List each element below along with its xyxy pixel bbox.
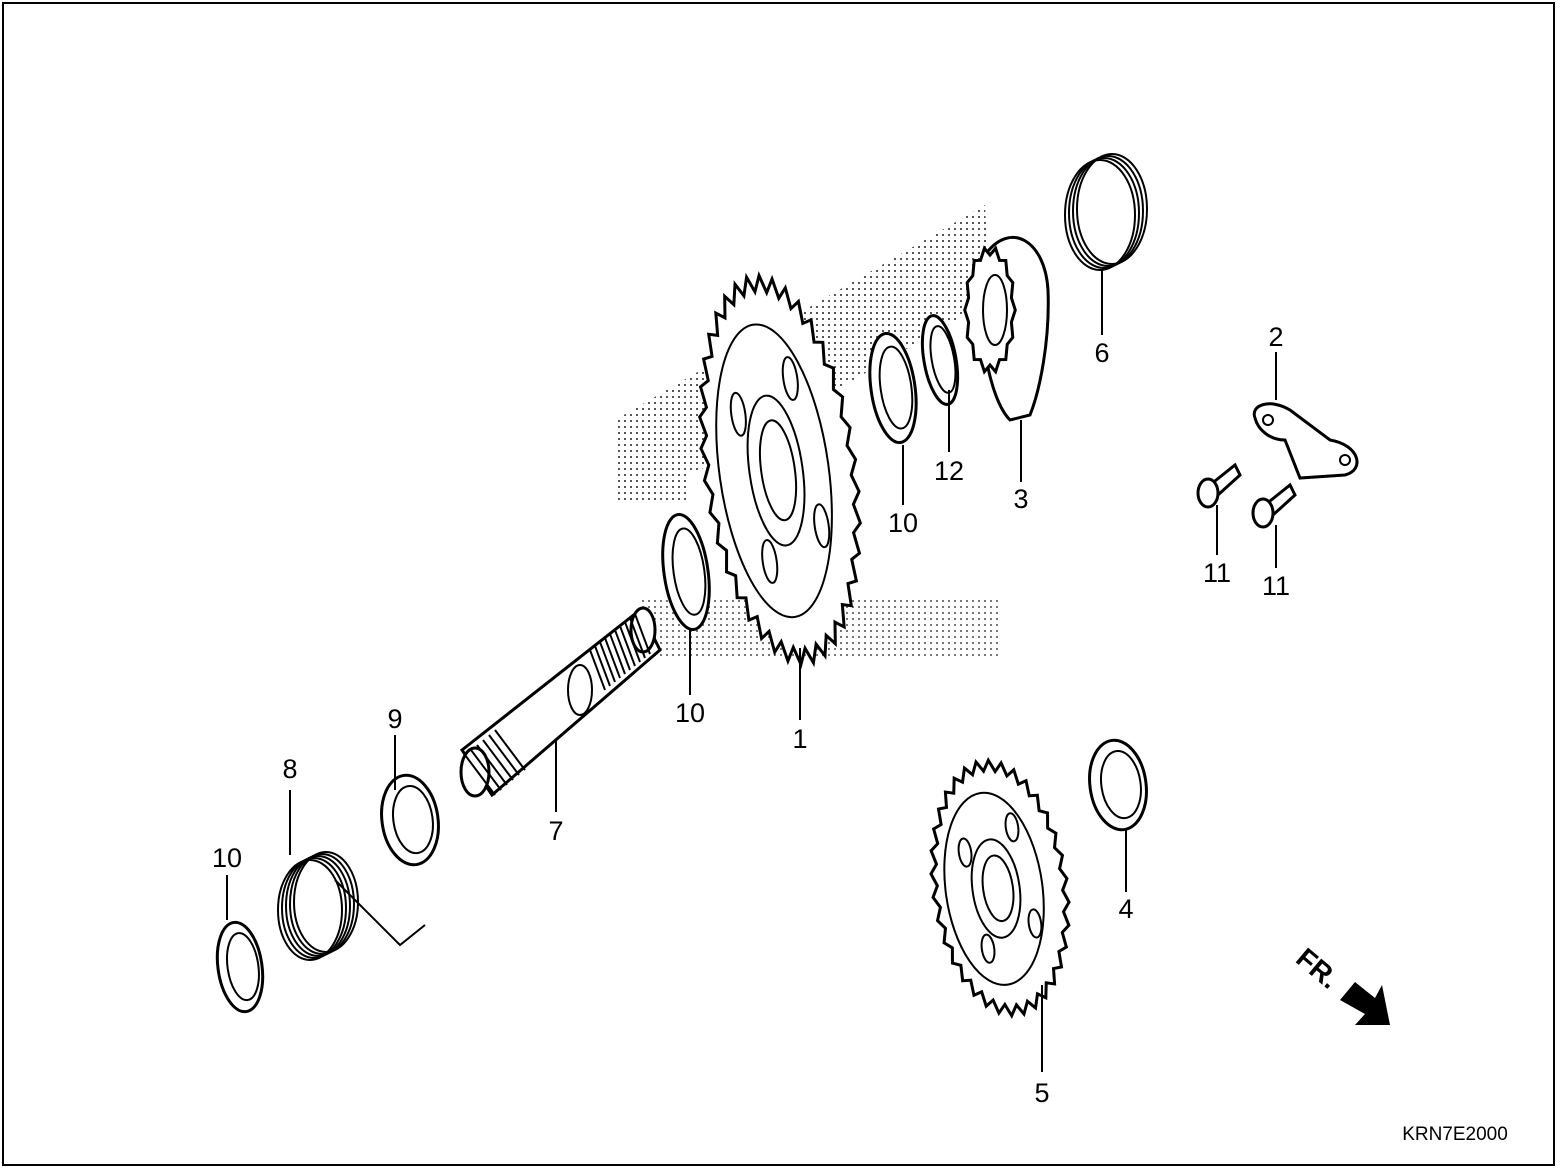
callout-11: 11 <box>1262 525 1290 601</box>
diagram-code: KRN7E2000 <box>1402 1124 1508 1145</box>
washer-10 <box>215 920 265 1014</box>
callout-number: 3 <box>1013 484 1028 514</box>
callout-number: 10 <box>675 698 705 728</box>
callout-number: 7 <box>548 816 563 846</box>
bolt-11 <box>1196 462 1242 509</box>
callout-number: 12 <box>934 456 964 486</box>
callout-1: 1 <box>792 648 808 754</box>
washer-10 <box>661 512 711 632</box>
callout-number: 11 <box>1262 571 1290 601</box>
callout-5: 5 <box>1034 985 1050 1108</box>
callout-12: 12 <box>934 390 964 486</box>
circlip-12 <box>920 314 960 406</box>
gear-5 <box>929 757 1071 1019</box>
washer-10 <box>868 331 918 445</box>
callout-number: 10 <box>212 843 242 873</box>
callout-number: 9 <box>387 704 402 734</box>
callout-number: 8 <box>282 754 297 784</box>
callout-number: 10 <box>888 508 918 538</box>
callout-number: 2 <box>1268 322 1283 352</box>
callout-10: 10 <box>675 630 705 728</box>
callout-2: 2 <box>1268 322 1284 400</box>
spring-8 <box>277 851 426 961</box>
callout-number: 1 <box>792 724 807 754</box>
callout-number: 6 <box>1094 338 1109 368</box>
spindle-7 <box>459 606 662 798</box>
collar-9 <box>380 773 440 867</box>
collar-4 <box>1088 738 1148 832</box>
bracket-2 <box>1252 402 1359 480</box>
callout-4: 4 <box>1118 830 1134 924</box>
callout-number: 5 <box>1034 1078 1049 1108</box>
arrow-icon <box>1340 982 1390 1025</box>
callout-3: 3 <box>1013 420 1029 514</box>
callout-10: 10 <box>888 445 918 538</box>
callout-11: 11 <box>1203 505 1231 588</box>
bolt-11 <box>1251 482 1297 529</box>
spring-6 <box>1064 153 1148 271</box>
callout-number: 11 <box>1203 558 1231 588</box>
ratchet-3 <box>963 235 1050 422</box>
callout-8: 8 <box>282 754 298 855</box>
callout-9: 9 <box>387 704 403 790</box>
callout-6: 6 <box>1094 270 1110 368</box>
callout-number: 4 <box>1118 894 1133 924</box>
callout-10: 10 <box>212 843 242 920</box>
callout-7: 7 <box>548 740 564 846</box>
gear-1 <box>697 270 863 670</box>
direction-label: FR. <box>1290 942 1344 995</box>
front-direction-arrow: FR. <box>1290 942 1390 1025</box>
